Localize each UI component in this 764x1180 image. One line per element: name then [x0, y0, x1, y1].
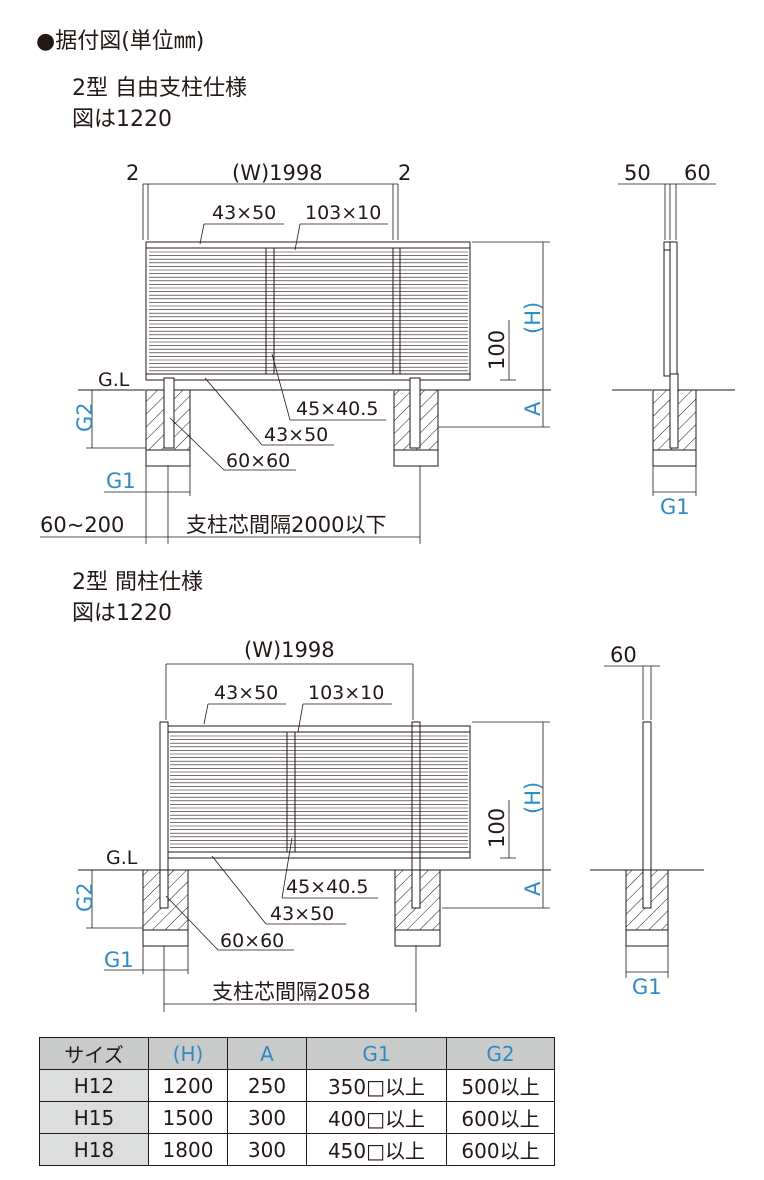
- table-cell: 450□以上: [306, 1133, 447, 1166]
- table-cell: 300: [227, 1133, 307, 1166]
- table-row: H15 1500 300 400□以上 600以上: [39, 1101, 555, 1134]
- page-title: ●据付図(単位㎜): [36, 29, 205, 54]
- a-label-2: A: [521, 881, 545, 896]
- table-cell: 300: [227, 1101, 307, 1134]
- section1-note: 図は1220: [72, 107, 172, 132]
- header-a: A: [227, 1037, 307, 1070]
- header-h: (H): [148, 1037, 228, 1070]
- slats: [149, 251, 468, 372]
- slats-2: [170, 735, 468, 848]
- header-size: サイズ: [39, 1037, 149, 1070]
- table-cell: H12: [39, 1069, 149, 1102]
- g2-label: G2: [73, 402, 97, 432]
- lower-rail-label: 43×50: [264, 424, 328, 446]
- section2-side-view: 60 G1: [590, 643, 704, 999]
- range-label: 60~200: [40, 513, 124, 537]
- pitch-label-2: 支柱芯間隔2058: [212, 980, 370, 1004]
- table-cell: 600以上: [446, 1133, 555, 1166]
- left-post: [163, 377, 175, 449]
- pitch-label: 支柱芯間隔2000以下: [186, 513, 386, 537]
- slat-label-2: 103×10: [308, 682, 384, 704]
- table-cell: H15: [39, 1101, 149, 1134]
- side-dim2-label: 60: [684, 161, 711, 185]
- slat-label: 103×10: [305, 202, 381, 224]
- section2-front-view: (W)1998 43×50 103×10 G.L 45×40.5 43×50 6…: [73, 638, 551, 1012]
- section2-note: 図は1220: [72, 601, 172, 626]
- center-post: [265, 247, 275, 375]
- g2-label-2: G2: [73, 882, 97, 912]
- section1-heading: 2型 自由支柱仕様: [72, 76, 247, 101]
- gl-label-2: G.L: [106, 847, 138, 869]
- side-g1-label: G1: [660, 495, 690, 519]
- lower-rail-label-2: 43×50: [270, 903, 334, 925]
- right-post: [409, 377, 421, 449]
- table-row: H18 1800 300 450□以上 600以上: [39, 1133, 555, 1166]
- fence-panel-2: [167, 725, 471, 859]
- gap-label-2: 100: [485, 808, 509, 848]
- g1-label-2: G1: [104, 948, 134, 972]
- gap-label: 100: [485, 330, 509, 370]
- table-cell: 1200: [148, 1069, 228, 1102]
- bottom-rail-label: 45×40.5: [296, 398, 378, 420]
- g1-label: G1: [106, 469, 136, 493]
- header-g1: G1: [306, 1037, 447, 1070]
- rail-label: 43×50: [212, 202, 276, 224]
- fence-panel: [145, 241, 471, 381]
- height-label: (H): [521, 302, 545, 334]
- section2-heading: 2型 間柱仕様: [72, 570, 203, 595]
- bottom-rail-label-2: 45×40.5: [286, 876, 368, 898]
- gl-label: G.L: [98, 369, 130, 391]
- table-cell: 600以上: [446, 1101, 555, 1134]
- right-offset-label: 2: [398, 161, 411, 185]
- table-header-row: サイズ (H) A G1 G2: [39, 1037, 555, 1070]
- post-label-2: 60×60: [220, 930, 284, 952]
- table-row: H12 1200 250 350□以上 500以上: [39, 1069, 555, 1102]
- table-cell: H18: [39, 1133, 149, 1166]
- height-label-2: (H): [521, 782, 545, 814]
- size-table: サイズ (H) A G1 G2 H12 1200 250 350□以上 500以…: [39, 1037, 555, 1166]
- table-cell: 1500: [148, 1101, 228, 1134]
- table-cell: 250: [227, 1069, 307, 1102]
- side-g1-label-2: G1: [632, 975, 662, 999]
- rail-label-2: 43×50: [214, 682, 278, 704]
- section1-side-view: 50 60 G1: [612, 161, 735, 519]
- width-label: (W)1998: [232, 161, 323, 185]
- left-offset-label: 2: [126, 161, 139, 185]
- a-label: A: [521, 401, 545, 416]
- section1-front-view: 2 (W)1998 2 43×50 103×10 G.L 45×40.5: [40, 161, 551, 544]
- header-g2: G2: [446, 1037, 555, 1070]
- side-dim1-label: 50: [624, 161, 651, 185]
- table-cell: 400□以上: [306, 1101, 447, 1134]
- table-cell: 500以上: [446, 1069, 555, 1102]
- width-label-2: (W)1998: [244, 638, 335, 662]
- table-cell: 350□以上: [306, 1069, 447, 1102]
- side-dim-label-2: 60: [610, 643, 637, 667]
- table-cell: 1800: [148, 1133, 228, 1166]
- post-label: 60×60: [226, 450, 290, 472]
